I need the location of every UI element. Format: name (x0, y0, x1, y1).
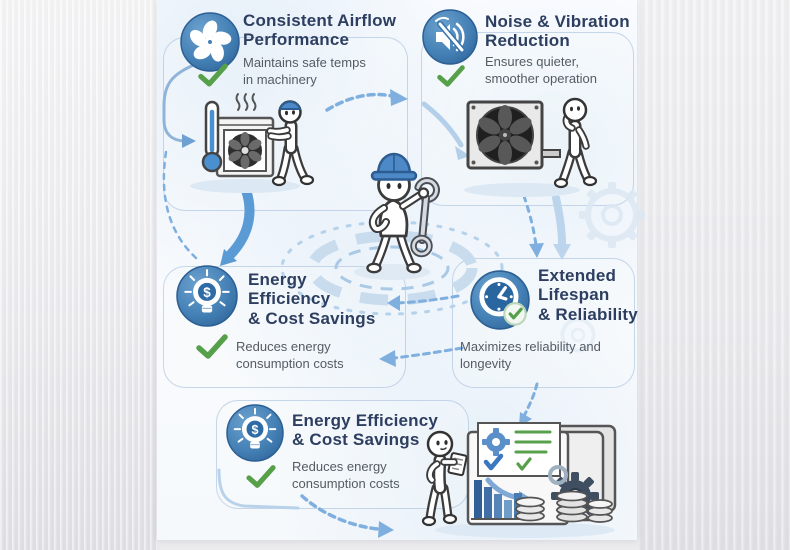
dollar-glyph: $ (252, 423, 259, 437)
title-line: & Cost Savings (248, 308, 376, 328)
fan-unit (215, 116, 275, 178)
benefit-desc-energy-bottom: Reduces energy consumption costs (292, 458, 400, 492)
desc-line: in machinery (243, 72, 317, 88)
clock-check-icon (470, 270, 530, 330)
benefit-desc-airflow: Maintains safe temps in machinery (243, 54, 366, 88)
hard-hat-icon (370, 152, 418, 181)
green-checklist-lines (514, 430, 552, 454)
title-line: Noise & Vibration (485, 12, 630, 31)
benefit-title-energy-left: Energy Efficiency & Cost Savings (248, 270, 376, 328)
benefit-title-energy-bottom: Energy Efficiency & Cost Savings (292, 411, 438, 450)
gear-check-icon (482, 428, 510, 471)
title-line: Performance (243, 30, 350, 50)
airflow-illustration (190, 93, 315, 193)
left-margin (0, 0, 157, 550)
check-icon (196, 334, 228, 359)
checklist-document (477, 422, 561, 477)
lightbulb-dollar-icon: $ (226, 404, 284, 462)
title-line: & Reliability (538, 304, 638, 324)
title-line: Lifespan (538, 285, 610, 305)
ground-shadow (464, 183, 580, 197)
check-icon (246, 465, 276, 488)
noise-illustration (464, 97, 598, 197)
check-icon (437, 65, 465, 87)
listening-figure (553, 97, 598, 189)
title-line: Energy (248, 270, 307, 289)
desc-line: Ensures quieter, (485, 54, 579, 69)
central-worker-figure (366, 152, 440, 274)
coin-stacks (515, 490, 613, 523)
hand (417, 187, 430, 199)
desc-line: consumption costs (236, 356, 344, 372)
ground-shadow (435, 522, 615, 538)
dollar-glyph: $ (203, 285, 211, 300)
analyst-figure (421, 430, 468, 527)
desc-line: smoother operation (485, 71, 598, 87)
right-margin (637, 0, 790, 550)
savings-illustration (421, 422, 617, 538)
check-icon (198, 63, 228, 87)
desc-line: Maximizes reliability and (460, 339, 601, 354)
title-line: Extended (538, 266, 617, 285)
benefit-title-noise: Noise & Vibration Reduction (485, 12, 630, 51)
benefit-title-airflow: Consistent Airflow Performance (243, 11, 396, 50)
desc-line: consumption costs (292, 476, 400, 492)
title-line: Consistent Airflow (243, 11, 397, 30)
fan-icon (180, 12, 240, 72)
desc-line: Reduces energy (236, 339, 331, 354)
title-line: Energy Efficiency (292, 411, 439, 430)
benefit-desc-noise: Ensures quieter, smoother operation (485, 53, 597, 87)
green-check-small (516, 457, 532, 471)
big-fan-unit (466, 100, 561, 170)
benefit-desc-energy-left: Reduces energy consumption costs (236, 338, 344, 372)
lightbulb-dollar-icon: $ (176, 265, 238, 327)
title-line: Efficiency (248, 289, 331, 309)
thermometer-icon (201, 100, 223, 173)
desc-line: Reduces energy (292, 459, 387, 474)
desc-line: Maintains safe temps (243, 55, 366, 70)
desc-line: longevity (460, 356, 512, 372)
bar-chart (471, 480, 526, 520)
benefit-title-lifespan: Extended Lifespan & Reliability (538, 266, 638, 324)
title-line: Reduction (485, 31, 570, 51)
title-line: & Cost Savings (292, 430, 420, 450)
heat-waves-icon (235, 93, 257, 111)
speaker-mute-icon (422, 9, 478, 65)
worker-figure-left (266, 100, 315, 187)
benefit-desc-lifespan: Maximizes reliability and longevity (460, 338, 601, 372)
